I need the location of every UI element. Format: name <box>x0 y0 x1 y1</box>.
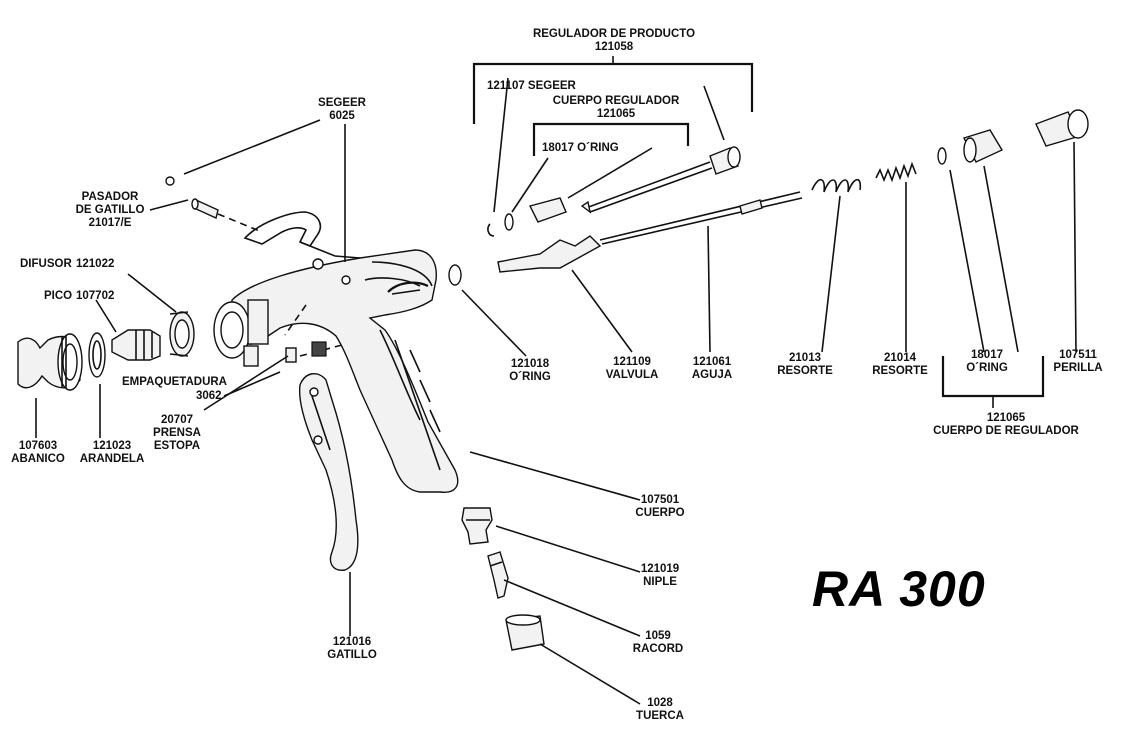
label-tuerca-code: 1028 <box>647 697 673 709</box>
label-prensa-code: 20707 <box>161 414 193 426</box>
label-cuerpo-de-regulador-code: 121065 <box>986 412 1026 424</box>
label-aguja-name: AGUJA <box>691 369 733 381</box>
label-pasador-2: DE GATILLO <box>75 204 145 216</box>
label-oring-b-name: O´RING <box>509 371 551 383</box>
leader-lines <box>35 77 1077 705</box>
label-cuerpo-name: CUERPO <box>635 507 685 519</box>
label-difusor-code: 121022 <box>76 258 115 270</box>
washer-part <box>88 332 106 378</box>
label-perilla-name: PERILLA <box>1053 362 1103 374</box>
label-segeer-a: 121107 SEGEER <box>487 80 576 92</box>
label-pico-name: PICO <box>44 290 73 302</box>
label-gatillo-name: GATILLO <box>327 649 377 661</box>
trigger-pin-part <box>191 198 219 219</box>
model-title: RA 300 <box>812 561 986 617</box>
knob-part <box>1035 109 1089 147</box>
label-empaquetadura-code: 3062 <box>196 390 222 402</box>
spring-b <box>875 161 917 183</box>
label-racord-code: 1059 <box>645 630 671 642</box>
label-tuerca-name: TUERCA <box>636 710 684 722</box>
label-segeer-b-code: 6025 <box>329 110 355 122</box>
label-difusor-name: DIFUSOR <box>20 258 72 270</box>
packing-part <box>285 347 297 363</box>
label-aguja-code: 121061 <box>692 356 732 368</box>
packing-nut-part <box>311 341 327 357</box>
label-cuerpo-regulador-code: 121065 <box>596 108 636 120</box>
trigger-part <box>298 373 359 571</box>
label-perilla-code: 107511 <box>1059 349 1097 361</box>
gun-body <box>213 211 459 493</box>
label-abanico-name: ABANICO <box>11 453 65 465</box>
label-pasador-3: 21017/E <box>88 217 132 229</box>
diffuser-part <box>169 311 195 357</box>
nozzle-part <box>111 329 161 361</box>
label-pasador-1: PASADOR <box>81 191 139 203</box>
label-pico-code: 107702 <box>76 290 115 302</box>
spring-a <box>811 178 862 193</box>
label-valvula-code: 121109 <box>613 356 651 368</box>
label-regulador-producto-title: REGULADOR DE PRODUCTO <box>532 28 696 40</box>
label-prensa-2: ESTOPA <box>153 440 201 452</box>
product-regulator-parts <box>487 146 741 237</box>
label-segeer-b-title: SEGEER <box>318 97 366 109</box>
racord-part <box>487 551 509 599</box>
label-prensa-1: PRENSA <box>153 427 201 439</box>
oring-part-right <box>937 147 947 165</box>
label-resorte-b-code: 21014 <box>884 352 916 364</box>
segeer-ring-small <box>165 176 175 186</box>
label-resorte-a-code: 21013 <box>789 352 821 364</box>
label-niple-name: NIPLE <box>643 576 677 588</box>
label-oring-c-name: O´RING <box>966 362 1008 374</box>
nut-part <box>505 614 545 651</box>
label-gatillo-code: 121016 <box>332 636 372 648</box>
valve-and-needle <box>497 191 803 273</box>
label-niple-code: 121019 <box>640 563 680 575</box>
bracket-cuerpo-regulador <box>532 122 690 156</box>
nipple-part <box>461 507 493 545</box>
label-abanico-code: 107603 <box>18 440 58 452</box>
air-cap-part <box>17 333 83 391</box>
label-oring-a: 18017 O´RING <box>542 142 619 154</box>
label-oring-b-code: 121018 <box>510 358 550 370</box>
label-cuerpo-regulador-title: CUERPO REGULADOR <box>552 95 680 107</box>
label-racord-name: RACORD <box>632 643 684 655</box>
label-regulador-producto-code: 121058 <box>594 41 634 53</box>
label-arandela-name: ARANDELA <box>79 453 145 465</box>
label-cuerpo-code: 107501 <box>640 494 680 506</box>
label-cuerpo-de-regulador-name: CUERPO DE REGULADOR <box>933 425 1079 437</box>
label-resorte-a-name: RESORTE <box>777 365 833 377</box>
label-resorte-b-name: RESORTE <box>872 365 928 377</box>
oring-part-left <box>448 264 462 286</box>
label-valvula-name: VALVULA <box>605 369 659 381</box>
regulator-body-part <box>963 129 1004 163</box>
label-oring-c-code: 18017 <box>971 349 1003 361</box>
label-arandela-code: 121023 <box>92 440 132 452</box>
label-empaquetadura-name: EMPAQUETADURA <box>122 376 227 388</box>
